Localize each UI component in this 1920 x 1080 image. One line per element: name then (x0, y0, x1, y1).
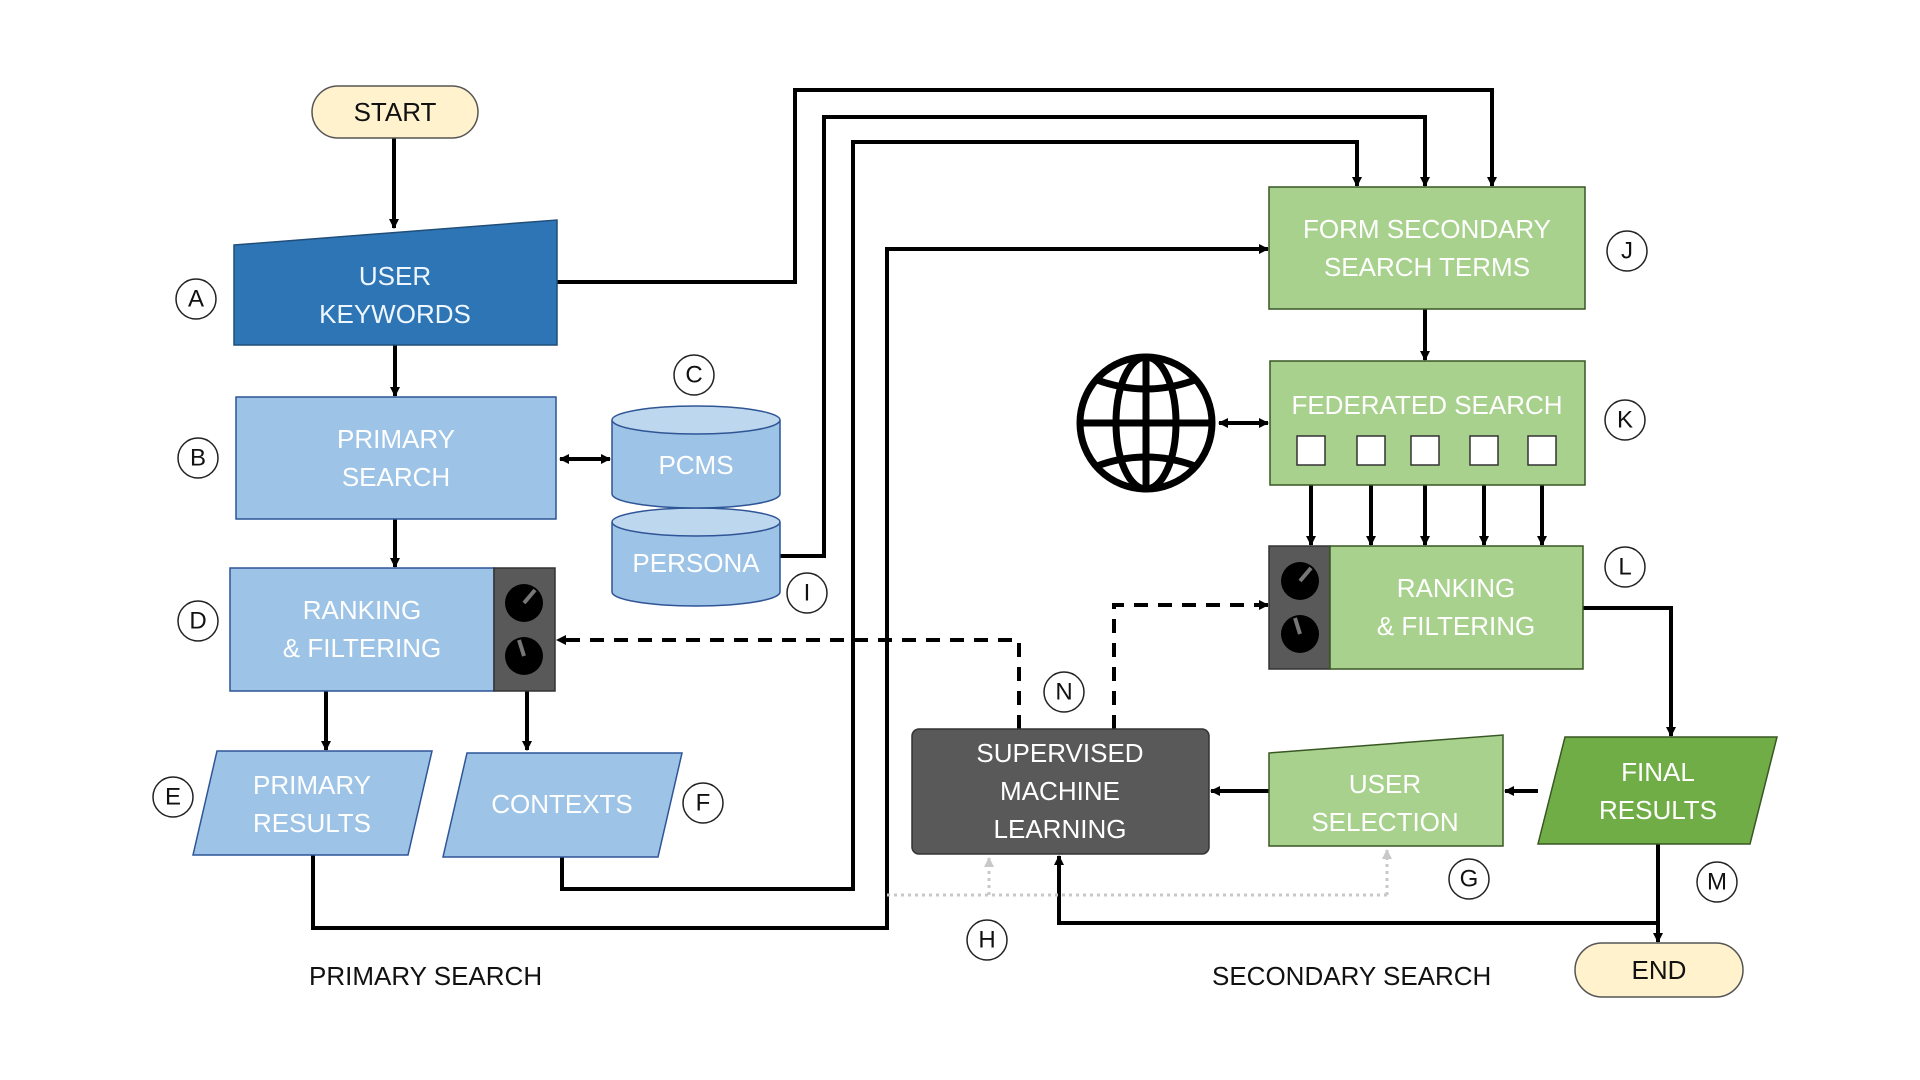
arrow-keywords-to-form-secondary (557, 88, 1497, 284)
svg-text:F: F (696, 790, 711, 817)
supervised-ml-line3: LEARNING (994, 814, 1127, 844)
marker-c: C (673, 354, 715, 396)
supervised-ml-node: SUPERVISED MACHINE LEARNING (911, 728, 1210, 855)
form-secondary-node: FORM SECONDARY SEARCH TERMS (1268, 186, 1586, 310)
dashed-ml-to-primary-ranking (556, 635, 1021, 729)
section-secondary-search: SECONDARY SEARCH (1212, 961, 1491, 991)
ranking-filtering-secondary-node: RANKING & FILTERING (1268, 545, 1584, 670)
marker-k: K (1604, 399, 1646, 441)
ranking-secondary-line2: & FILTERING (1377, 611, 1535, 641)
primary-results-line2: RESULTS (253, 808, 371, 838)
svg-text:E: E (165, 784, 181, 811)
ranking-secondary-line1: RANKING (1397, 573, 1515, 603)
svg-text:B: B (190, 445, 206, 472)
marker-j: J (1606, 230, 1648, 272)
svg-text:J: J (1621, 238, 1633, 265)
supervised-ml-line2: MACHINE (1000, 776, 1120, 806)
primary-results-line1: PRIMARY (253, 770, 371, 800)
search-source-box (1296, 435, 1326, 466)
federated-search-label: FEDERATED SEARCH (1291, 390, 1562, 420)
svg-text:D: D (189, 608, 206, 635)
arrow-ranking-to-final-results (1583, 606, 1676, 737)
step-markers: A B C D E F G H I J K L M N (152, 230, 1738, 961)
knob-icon (505, 637, 543, 675)
marker-m: M (1696, 861, 1738, 903)
arrow-persona-to-form-secondary (780, 115, 1430, 558)
search-source-box (1527, 435, 1557, 466)
globe-icon (1076, 353, 1216, 493)
dotted-feedback (887, 849, 1392, 897)
user-selection-node: USER SELECTION (1268, 734, 1504, 847)
marker-n: N (1043, 671, 1085, 713)
final-results-line2: RESULTS (1599, 795, 1717, 825)
user-keywords-line2: KEYWORDS (319, 299, 471, 329)
knob-icon (505, 584, 543, 622)
final-results-node: FINAL RESULTS (1537, 736, 1778, 845)
search-source-box (1410, 435, 1440, 466)
marker-g: G (1448, 858, 1490, 900)
svg-text:M: M (1707, 869, 1727, 896)
marker-a: A (175, 278, 217, 320)
svg-text:L: L (1618, 554, 1631, 581)
marker-h: H (966, 919, 1008, 961)
pcms-persona-database: PERSONA PCMS (611, 405, 781, 607)
search-source-box (1356, 435, 1386, 466)
start-label: START (354, 97, 437, 127)
marker-f: F (682, 782, 724, 824)
svg-text:C: C (685, 362, 702, 389)
search-source-box (1469, 435, 1499, 466)
primary-search-line1: PRIMARY (337, 424, 455, 454)
section-primary-search: PRIMARY SEARCH (309, 961, 542, 991)
form-secondary-line2: SEARCH TERMS (1324, 252, 1530, 282)
primary-search-node: PRIMARY SEARCH (235, 396, 557, 520)
dashed-ml-to-secondary-ranking (1112, 600, 1269, 729)
supervised-ml-line1: SUPERVISED (976, 738, 1143, 768)
form-secondary-line1: FORM SECONDARY (1303, 214, 1551, 244)
svg-text:G: G (1460, 866, 1479, 893)
svg-text:A: A (188, 286, 204, 313)
marker-l: L (1604, 546, 1646, 588)
user-selection-line1: USER (1349, 769, 1421, 799)
ranking-filtering-primary-node: RANKING & FILTERING (229, 567, 556, 692)
marker-b: B (177, 437, 219, 479)
contexts-label: CONTEXTS (491, 789, 633, 819)
marker-d: D (177, 600, 219, 642)
primary-results-node: PRIMARY RESULTS (192, 750, 433, 856)
svg-text:I: I (804, 580, 811, 607)
connectors (311, 88, 1676, 943)
persona-label: PERSONA (632, 548, 760, 578)
pcms-label: PCMS (658, 450, 733, 480)
user-keywords-line1: USER (359, 261, 431, 291)
ranking-primary-line2: & FILTERING (283, 633, 441, 663)
final-results-line1: FINAL (1621, 757, 1695, 787)
federated-search-node: FEDERATED SEARCH (1269, 360, 1586, 486)
svg-text:H: H (978, 927, 995, 954)
arrow-contexts-to-form-secondary (560, 140, 1362, 891)
end-label: END (1632, 955, 1687, 985)
user-keywords-node: USER KEYWORDS (233, 219, 558, 346)
knob-icon (1281, 615, 1319, 653)
svg-text:N: N (1055, 679, 1072, 706)
contexts-node: CONTEXTS (442, 752, 683, 858)
svg-text:K: K (1617, 407, 1633, 434)
arrow-primary-results-to-form-secondary (311, 244, 1269, 930)
marker-e: E (152, 776, 194, 818)
ranking-primary-line1: RANKING (303, 595, 421, 625)
start-terminal: START (311, 85, 479, 139)
arrow-end-branch-to-ml (1054, 855, 1658, 925)
marker-i: I (786, 572, 828, 614)
end-terminal: END (1574, 942, 1744, 998)
primary-search-line2: SEARCH (342, 462, 450, 492)
user-selection-line2: SELECTION (1311, 807, 1458, 837)
knob-icon (1281, 562, 1319, 600)
